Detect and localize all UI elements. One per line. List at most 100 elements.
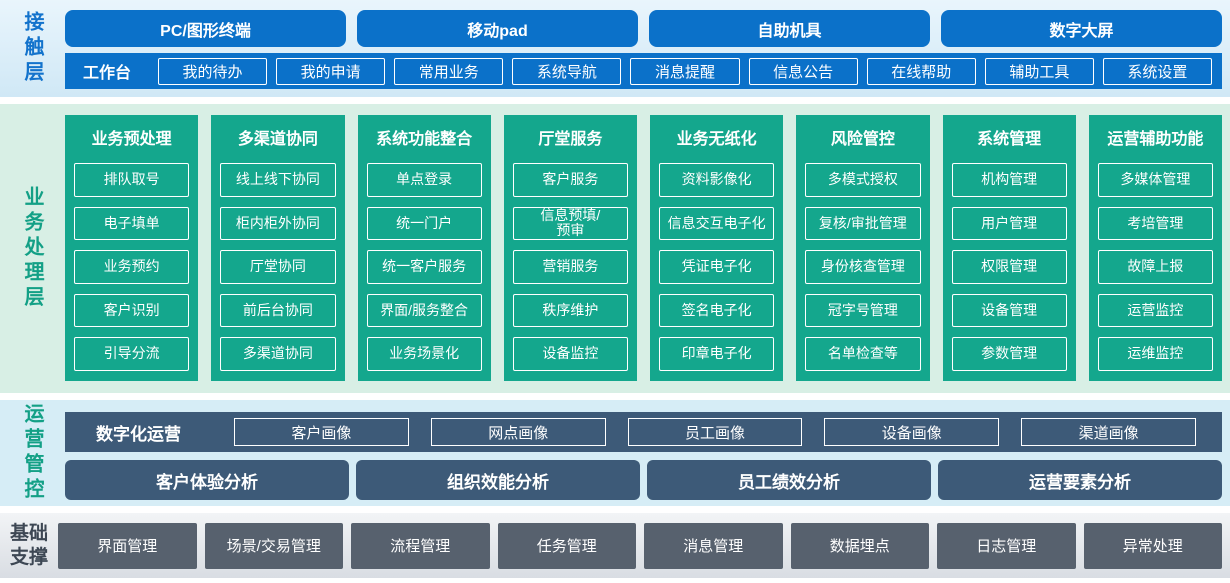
foundation-row: 界面管理 场景/交易管理 流程管理 任务管理 消息管理 数据埋点 日志管理 异常… [58,522,1222,569]
column-item: 凭证电子化 [659,250,775,284]
business-layer-label-col: 业务处理层 [0,104,65,393]
column-title: 风险管控 [830,131,895,148]
business-column-risk-control: 风险管控 多模式授权 复核/审批管理 身份核查管理 冠字号管理 名单检查等 [796,115,930,381]
workbench-item-common-business: 常用业务 [394,57,504,85]
device-box-self-service: 自助机具 [649,10,930,47]
column-item: 权限管理 [951,250,1067,284]
column-item: 印章电子化 [659,337,775,371]
column-item: 多媒体管理 [1097,163,1213,197]
column-item: 考培管理 [1097,206,1213,241]
analysis-box-org-efficiency: 组织效能分析 [356,460,640,500]
section-business-layer: 业务处理层 业务预处理 排队取号 电子填单 业务预约 客户识别 引导分流 多渠道… [0,104,1230,393]
contact-layer-label-col: 接触层 [0,0,65,97]
business-column-lobby-service: 厅堂服务 客户服务 信息预填/ 预审 营销服务 秩序维护 设备监控 [503,115,637,381]
workbench-item-todo: 我的待办 [158,57,268,85]
column-item: 多渠道协同 [220,337,336,371]
column-item: 业务预约 [74,250,190,284]
foundation-item-log-mgmt: 日志管理 [937,522,1076,569]
column-item: 统一客户服务 [366,250,482,284]
column-item: 资料影像化 [659,163,775,197]
device-box-pc: PC/图形终端 [65,10,346,47]
workbench-label: 工作台 [82,65,131,82]
profile-item-channel: 渠道画像 [1021,418,1196,446]
column-item: 厅堂协同 [220,250,336,284]
column-item: 运维监控 [1097,337,1213,371]
analysis-box-customer-experience: 客户体验分析 [65,460,349,500]
column-item: 客户识别 [74,293,190,328]
column-item: 机构管理 [951,163,1067,197]
column-item: 用户管理 [951,206,1067,241]
column-item: 排队取号 [74,163,190,197]
column-item: 客户服务 [512,163,628,197]
column-title: 运营辅助功能 [1107,131,1204,148]
column-item: 秩序维护 [512,293,628,328]
foundation-item-task-mgmt: 任务管理 [497,522,636,569]
business-layer-content: 业务预处理 排队取号 电子填单 业务预约 客户识别 引导分流 多渠道协同 线上线… [65,104,1230,393]
business-column-integration: 系统功能整合 单点登录 统一门户 统一客户服务 界面/服务整合 业务场景化 [357,115,491,381]
workbench-item-notifications: 消息提醒 [630,57,740,85]
column-item: 名单检查等 [805,337,921,371]
column-item: 冠字号管理 [805,293,921,328]
column-item: 参数管理 [951,337,1067,371]
column-item: 设备管理 [951,293,1067,328]
digital-ops-label: 数字化运营 [96,424,181,444]
column-item: 信息交互电子化 [659,206,775,241]
column-title: 多渠道协同 [237,131,318,148]
column-item: 复核/审批管理 [805,206,921,241]
analysis-box-ops-elements: 运营要素分析 [938,460,1222,500]
workbench-item-navigation: 系统导航 [512,57,622,85]
foundation-item-process-mgmt: 流程管理 [351,522,490,569]
section-contact-layer: 接触层 PC/图形终端 移动pad 自助机具 数字大屏 工作台 我的待办 我的申… [0,0,1230,97]
device-box-big-screen: 数字大屏 [941,10,1222,47]
workbench-item-settings: 系统设置 [1102,57,1212,85]
column-item: 柜内柜外协同 [220,206,336,241]
column-item: 签名电子化 [659,293,775,328]
business-columns: 业务预处理 排队取号 电子填单 业务预约 客户识别 引导分流 多渠道协同 线上线… [65,104,1222,393]
workbench-item-applications: 我的申请 [276,57,386,85]
analysis-row: 客户体验分析 组织效能分析 员工绩效分析 运营要素分析 [65,460,1222,500]
digital-ops-bar: 数字化运营 客户画像 网点画像 员工画像 设备画像 渠道画像 [65,412,1222,452]
foundation-item-data-tracking: 数据埋点 [790,522,929,569]
workbench-item-online-help: 在线帮助 [866,57,976,85]
business-column-ops-aux: 运营辅助功能 多媒体管理 考培管理 故障上报 运营监控 运维监控 [1088,115,1222,381]
foundation-item-ui-mgmt: 界面管理 [58,522,197,569]
column-title: 系统管理 [977,131,1042,148]
column-item: 引导分流 [74,337,190,371]
column-item: 身份核查管理 [805,250,921,284]
column-item: 信息预填/ 预审 [512,206,628,241]
column-title: 系统功能整合 [376,131,473,148]
foundation-label-col: 基础支撑 [0,513,58,578]
column-item: 营销服务 [512,250,628,284]
column-item: 统一门户 [366,206,482,241]
profile-item-device: 设备画像 [824,418,1000,446]
column-item: 线上线下协同 [220,163,336,197]
business-column-paperless: 业务无纸化 资料影像化 信息交互电子化 凭证电子化 签名电子化 印章电子化 [650,115,784,381]
column-item: 单点登录 [366,163,482,197]
workbench-bar: 工作台 我的待办 我的申请 常用业务 系统导航 消息提醒 信息公告 在线帮助 辅… [65,53,1222,89]
device-box-pad: 移动pad [357,10,638,47]
section-foundation-layer: 基础支撑 界面管理 场景/交易管理 流程管理 任务管理 消息管理 数据埋点 日志… [0,513,1230,578]
profile-item-employee: 员工画像 [627,418,803,446]
column-title: 厅堂服务 [538,131,603,148]
section-operations-layer: 运营管控 数字化运营 客户画像 网点画像 员工画像 设备画像 渠道画像 客户体验… [0,400,1230,506]
foundation-item-exception-handling: 异常处理 [1083,522,1222,569]
analysis-box-employee-performance: 员工绩效分析 [647,460,931,500]
contact-layer-content: PC/图形终端 移动pad 自助机具 数字大屏 工作台 我的待办 我的申请 常用… [65,0,1230,97]
contact-layer-label: 接触层 [21,11,43,86]
device-row: PC/图形终端 移动pad 自助机具 数字大屏 [65,10,1222,47]
operations-label: 运营管控 [21,403,43,503]
column-item: 运营监控 [1097,293,1213,328]
profile-item-branch: 网点画像 [430,418,606,446]
foundation-label: 基础支撑 [9,522,48,568]
column-title: 业务无纸化 [676,131,757,148]
column-item: 前后台协同 [220,293,336,328]
column-item: 电子填单 [74,206,190,241]
column-item: 业务场景化 [366,337,482,371]
column-item: 界面/服务整合 [366,293,482,328]
workbench-item-aux-tools: 辅助工具 [984,57,1094,85]
operations-content: 数字化运营 客户画像 网点画像 员工画像 设备画像 渠道画像 客户体验分析 组织… [65,400,1230,506]
business-column-system-mgmt: 系统管理 机构管理 用户管理 权限管理 设备管理 参数管理 [942,115,1076,381]
column-title: 业务预处理 [91,131,172,148]
business-column-preprocess: 业务预处理 排队取号 电子填单 业务预约 客户识别 引导分流 [65,115,199,381]
